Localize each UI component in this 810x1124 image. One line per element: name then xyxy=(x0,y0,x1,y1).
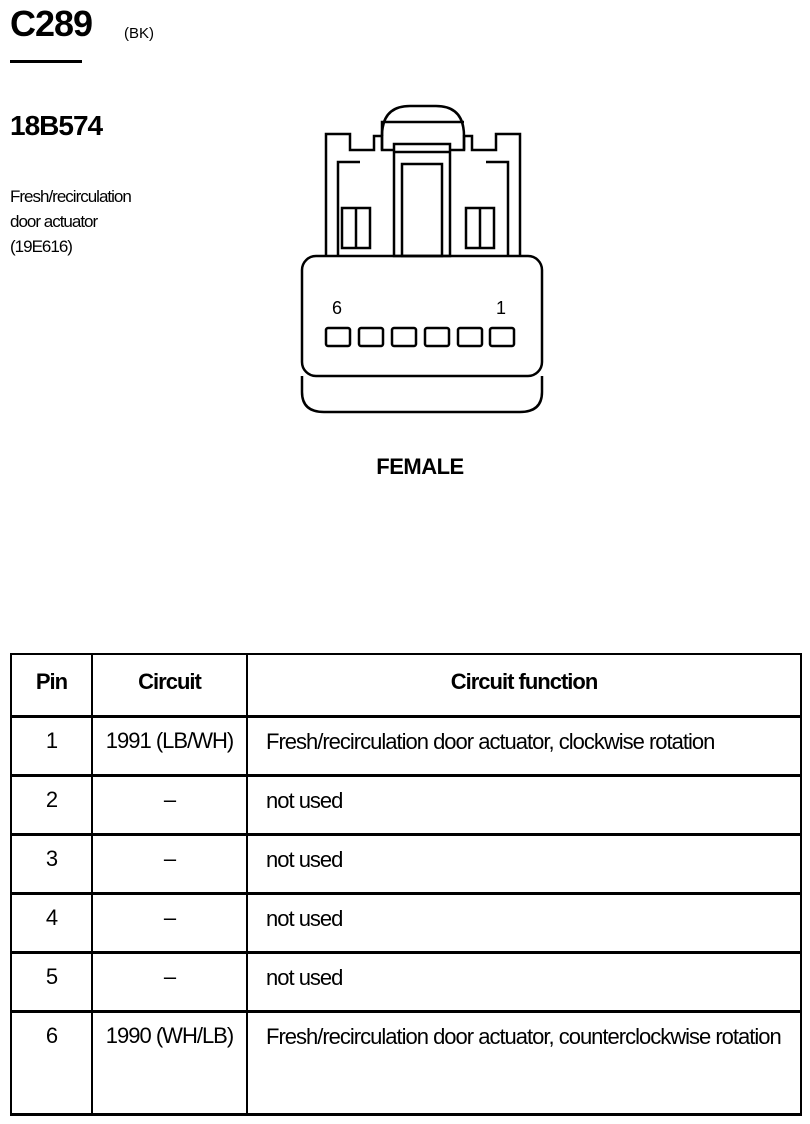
cell-function: Fresh/recirculation door actuator, count… xyxy=(246,1010,802,1116)
cell-function: not used xyxy=(246,951,802,1013)
pin-cavity xyxy=(488,326,516,348)
table-row: 3 – not used xyxy=(10,833,802,895)
connector-upper-inner xyxy=(336,160,510,256)
table-header-row: Pin Circuit Circuit function xyxy=(10,653,802,718)
pin-cavity xyxy=(456,326,484,348)
pin-label-left: 6 xyxy=(332,298,342,318)
cell-pin: 6 xyxy=(10,1010,93,1116)
part-description-line: Fresh/recirculation xyxy=(10,187,132,206)
part-number: 18B574 xyxy=(10,110,103,141)
cell-function: Fresh/recirculation door actuator, clock… xyxy=(246,715,802,777)
cell-pin: 1 xyxy=(10,715,93,777)
pinout-table: Pin Circuit Circuit function 1 1991 (LB/… xyxy=(10,653,802,1116)
table-row: 2 – not used xyxy=(10,774,802,836)
header-circuit-function: Circuit function xyxy=(246,653,802,718)
part-description: Fresh/recirculation door actuator (19E61… xyxy=(10,184,180,259)
connector-id-underline xyxy=(10,60,82,63)
pin-cavities xyxy=(324,326,516,348)
cell-function: not used xyxy=(246,833,802,895)
connector-lock-tab-inner xyxy=(400,162,444,258)
part-description-line: (19E616) xyxy=(10,237,73,256)
pin-cavity xyxy=(324,326,352,348)
connector-face xyxy=(300,254,544,378)
table-row: 5 – not used xyxy=(10,951,802,1013)
pin-cavity xyxy=(357,326,385,348)
cell-circuit: 1991 (LB/WH) xyxy=(91,715,248,777)
connector-face-diagram: 6 1 xyxy=(300,104,544,414)
cell-function: not used xyxy=(246,774,802,836)
cell-pin: 5 xyxy=(10,951,93,1013)
table-row: 1 1991 (LB/WH) Fresh/recirculation door … xyxy=(10,715,802,777)
cell-circuit: – xyxy=(91,892,248,954)
cell-circuit: – xyxy=(91,833,248,895)
table-row: 4 – not used xyxy=(10,892,802,954)
connector-latch-top xyxy=(380,104,466,150)
connector-id: C289 xyxy=(10,3,93,44)
pin-cavity xyxy=(390,326,418,348)
cell-circuit: – xyxy=(91,951,248,1013)
cell-circuit: 1990 (WH/LB) xyxy=(91,1010,248,1116)
cell-pin: 3 xyxy=(10,833,93,895)
cell-function: not used xyxy=(246,892,802,954)
cell-circuit: – xyxy=(91,774,248,836)
connector-skirt xyxy=(300,376,544,414)
header-circuit: Circuit xyxy=(91,653,248,718)
table-row: 6 1990 (WH/LB) Fresh/recirculation door … xyxy=(10,1010,802,1116)
connector-color-code: (BK) xyxy=(124,25,154,42)
cell-pin: 4 xyxy=(10,892,93,954)
part-description-line: door actuator xyxy=(10,212,98,231)
header-pin: Pin xyxy=(10,653,93,718)
connector-gender-label: FEMALE xyxy=(376,454,464,479)
cell-pin: 2 xyxy=(10,774,93,836)
pin-label-right: 1 xyxy=(496,298,506,318)
connector-upper-body xyxy=(324,132,522,256)
pin-cavity xyxy=(423,326,451,348)
